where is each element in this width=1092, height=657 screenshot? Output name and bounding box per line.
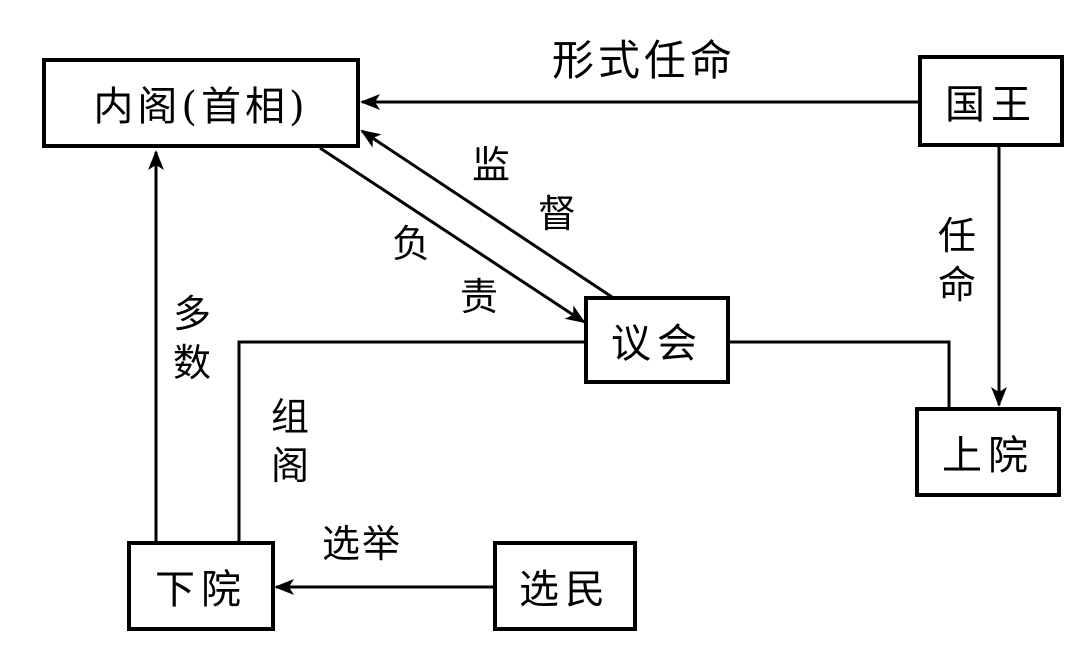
node-monarch: 国王 (918, 55, 1064, 147)
node-lower-house: 下院 (127, 541, 275, 631)
arrow-parliament-to-cabinet (360, 129, 613, 299)
label-formal-appointment: 形式任命 (552, 36, 737, 85)
line-parliament-to-upper-house (730, 340, 951, 408)
label-supervise-2: 督 (538, 192, 577, 236)
label-election: 选举 (322, 522, 403, 566)
label-char: 阁 (270, 443, 309, 488)
label-majority: 多 数 (170, 290, 214, 387)
node-cabinet: 内阁(首相) (42, 58, 360, 148)
label-responsible-2: 责 (460, 275, 499, 319)
node-parliament: 议会 (584, 296, 730, 384)
label-appoint-upper: 任 命 (935, 212, 979, 309)
label-char: 命 (937, 262, 976, 307)
label-form-cabinet: 组 阁 (268, 393, 312, 490)
label-char: 多 (172, 292, 211, 336)
label-char: 任 (937, 214, 976, 258)
label-supervise-1: 监 (472, 143, 511, 187)
node-voters: 选民 (493, 541, 637, 631)
node-upper-house: 上院 (915, 407, 1061, 497)
line-lower-house-to-parliament (237, 340, 584, 543)
arrow-cabinet-to-parliament (319, 146, 586, 324)
label-responsible-1: 负 (392, 222, 431, 266)
label-char: 数 (172, 340, 211, 385)
label-char: 组 (270, 395, 309, 439)
